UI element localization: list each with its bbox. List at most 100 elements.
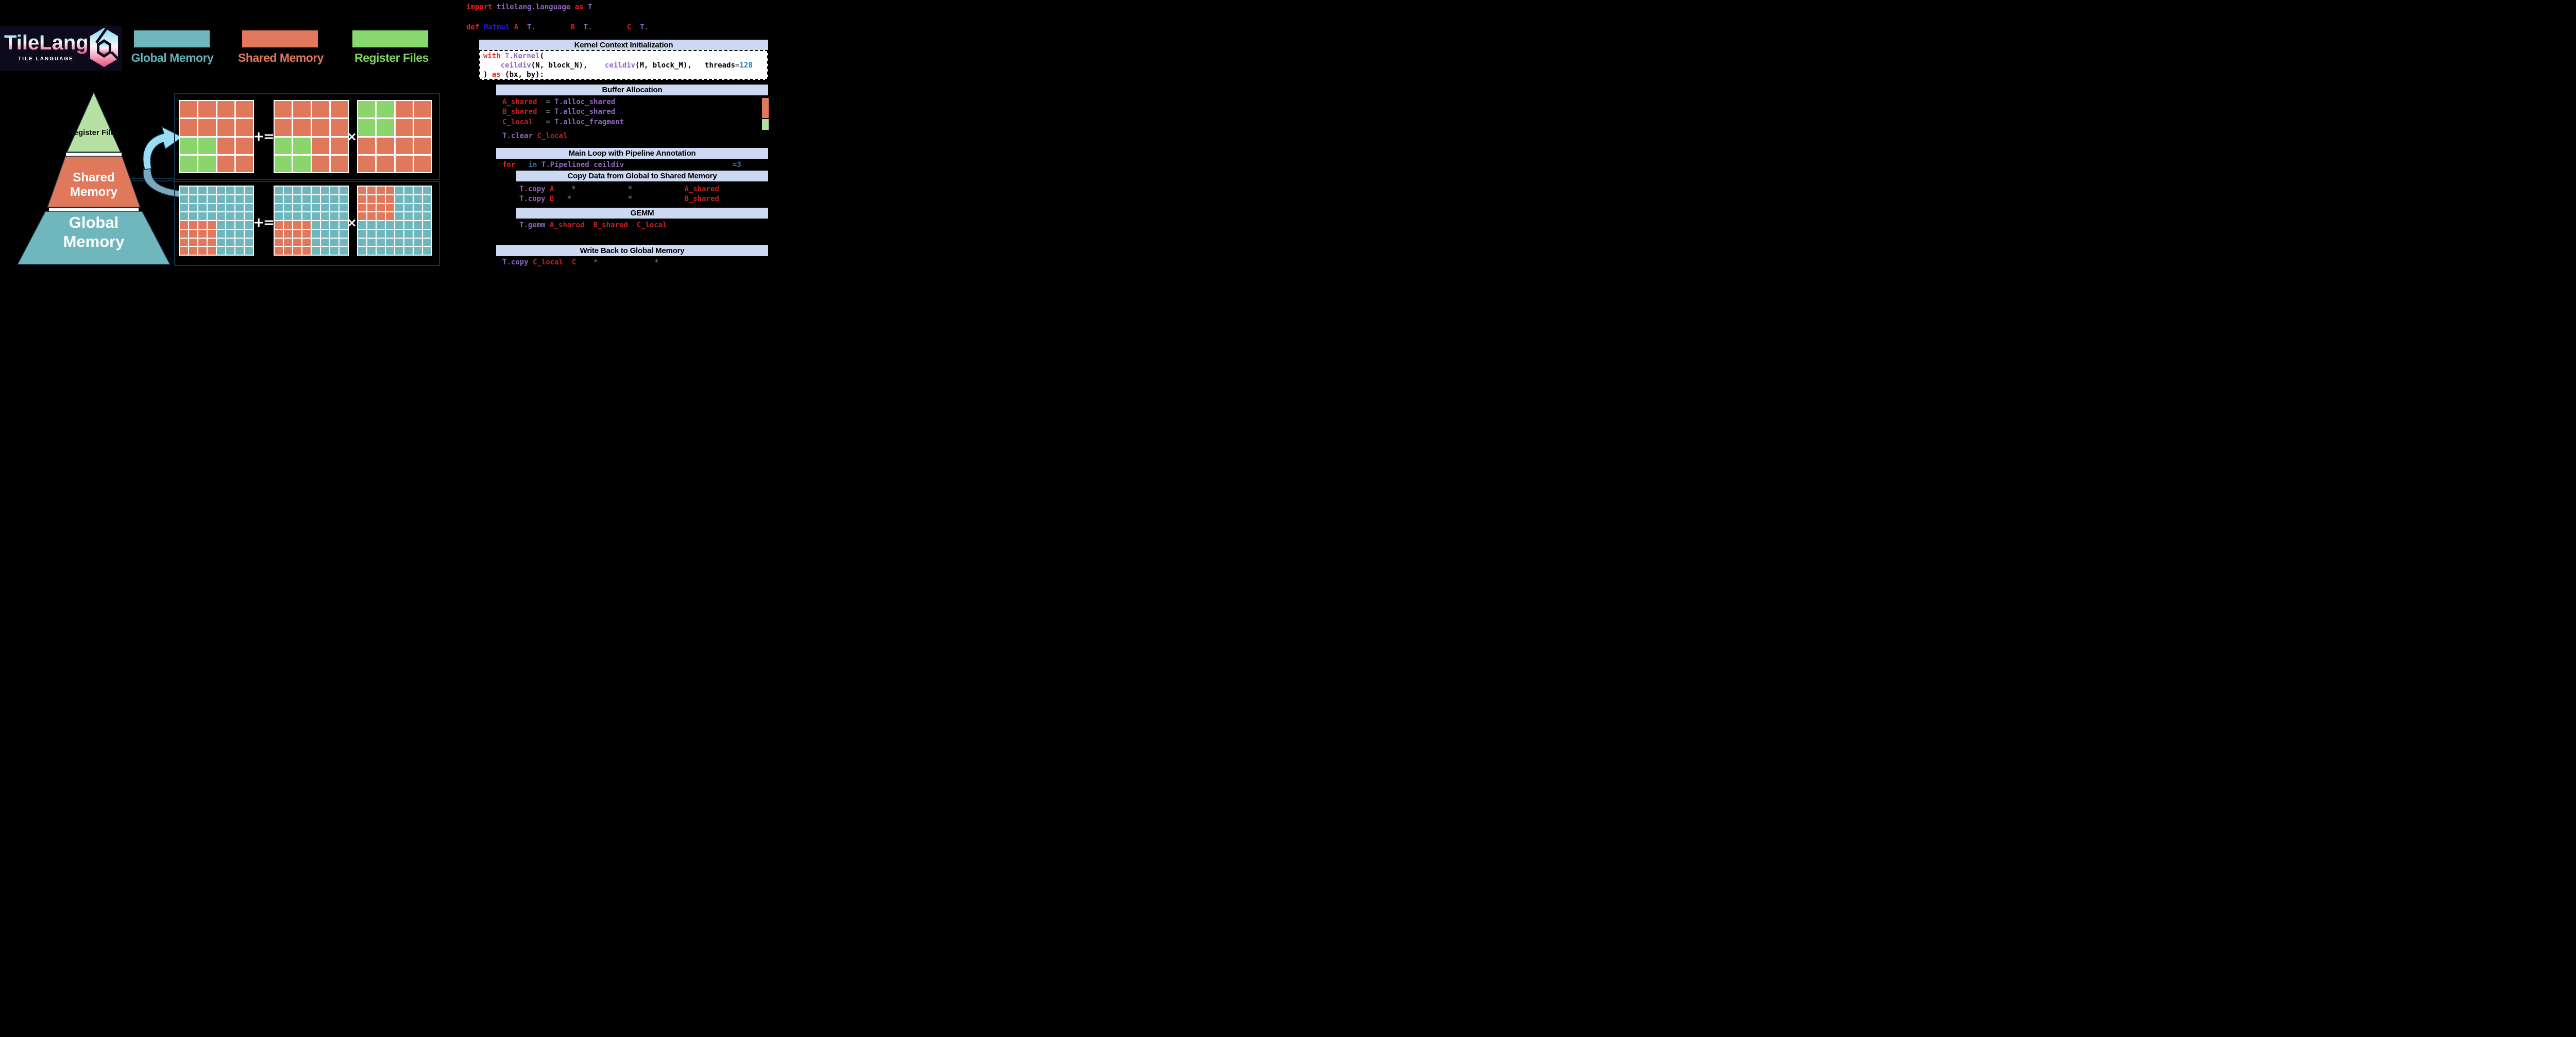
row-divider-line	[93, 178, 175, 179]
code-token	[632, 185, 684, 193]
matrix-cell	[217, 119, 234, 136]
code-token: .	[523, 195, 528, 203]
memory-pyramid-graphic	[16, 91, 184, 265]
matrix-cell	[386, 195, 394, 203]
code-token: ceildiv	[605, 61, 636, 70]
matrix-cell	[293, 187, 301, 194]
matrix-cell	[275, 247, 283, 255]
code-token: as	[492, 71, 505, 79]
code-token: =	[732, 161, 737, 169]
matrix-cell	[235, 247, 244, 255]
matrix-cell	[423, 229, 431, 238]
matrix-cell	[275, 195, 283, 203]
code-token: T	[502, 132, 507, 140]
matrix-cell	[312, 204, 320, 212]
legend-swatch-global-memory	[134, 30, 210, 47]
matrix-cell	[275, 221, 283, 229]
matrix-cell	[395, 101, 413, 118]
matrix-cell	[208, 229, 216, 238]
matrix-cell	[386, 238, 394, 246]
matrix-cell	[217, 204, 225, 212]
code-token: 128	[739, 61, 753, 70]
matrix-cell	[245, 238, 253, 246]
code-token: (N, block_N),	[531, 61, 588, 70]
code-token	[550, 108, 554, 116]
code-copy-c-local: T.copy C_local C * *	[502, 258, 659, 267]
code-token: B_shared	[593, 221, 628, 229]
matrix-cell	[284, 247, 292, 255]
matrix-cell	[340, 204, 348, 212]
matrix-cell	[321, 212, 329, 220]
matrix-cell	[330, 221, 338, 229]
matrix-cell	[208, 195, 216, 203]
matrix-cell	[367, 238, 376, 246]
matrix-cell	[358, 195, 366, 203]
matrix-cell	[302, 247, 311, 255]
matrix-cell	[293, 119, 311, 136]
matrix-cell	[208, 221, 216, 229]
curved-arrow-upper-band	[143, 126, 183, 170]
matrix-cell	[180, 212, 188, 220]
matrix-cell	[340, 238, 348, 246]
section-header-main-loop: Main Loop with Pipeline Annotation	[496, 148, 768, 159]
legend-swatch-shared-memory	[242, 30, 318, 47]
matrix-cell	[217, 247, 225, 255]
matrix-cell	[198, 195, 207, 203]
pyramid-separator	[66, 153, 122, 156]
matrix-cell	[321, 229, 329, 238]
code-token: T	[519, 221, 524, 229]
matrix-cell	[293, 195, 301, 203]
code-token	[546, 221, 550, 229]
matrix-cell	[386, 247, 394, 255]
matrix-cell	[377, 204, 385, 212]
matrix-cell	[235, 101, 253, 118]
code-token: .	[644, 23, 649, 31]
matrix-cell	[180, 204, 188, 212]
matrix-cell	[198, 119, 216, 136]
matrix-cell	[321, 195, 329, 203]
code-token: *	[571, 185, 576, 193]
matrix-cell	[245, 212, 253, 220]
matrix-cell	[395, 238, 403, 246]
matrix-cell	[180, 155, 197, 172]
matrix-cell	[377, 101, 394, 118]
code-token	[576, 185, 628, 193]
matrix-cell	[302, 229, 311, 238]
wordmark-text: TileLang	[4, 31, 89, 54]
matrix-cell	[226, 229, 234, 238]
matrix-cell	[414, 221, 422, 229]
code-token: B	[550, 195, 554, 203]
matrix-cell	[340, 212, 348, 220]
matrix-cell	[235, 119, 253, 136]
code-token: B	[570, 23, 575, 31]
code-token: T	[554, 98, 559, 106]
code-token: .	[509, 52, 514, 60]
matrix-cell	[340, 247, 348, 255]
code-token	[563, 258, 572, 266]
matrix-cell	[245, 187, 253, 194]
matrix-cell	[330, 119, 348, 136]
matrix-cell	[235, 195, 244, 203]
code-token	[546, 195, 550, 203]
register-indicator-bar	[762, 119, 769, 130]
code-token	[598, 258, 655, 266]
matrix-cell	[330, 137, 348, 154]
code-token: T	[554, 108, 559, 116]
code-token: alloc_fragment	[563, 118, 624, 126]
matrix-cell	[217, 238, 225, 246]
matrix-cell	[284, 238, 292, 246]
matrix-cell	[198, 155, 216, 172]
code-token: *	[628, 195, 633, 203]
code-token: alloc_shared	[563, 98, 616, 106]
code-token	[529, 258, 533, 266]
matrix-cell	[198, 204, 207, 212]
code-token: =	[735, 61, 740, 70]
code-for-pipelined: for in T.Pipelined ceildiv =3	[502, 161, 741, 170]
matrix-cell	[293, 238, 301, 246]
matrix-cell	[275, 119, 292, 136]
code-with-kernel-line: with T.Kernel(	[483, 52, 544, 61]
matrix-cell	[217, 155, 234, 172]
code-token: C_local	[502, 118, 533, 126]
code-token: .	[523, 185, 528, 193]
matrix-cell	[180, 187, 188, 194]
